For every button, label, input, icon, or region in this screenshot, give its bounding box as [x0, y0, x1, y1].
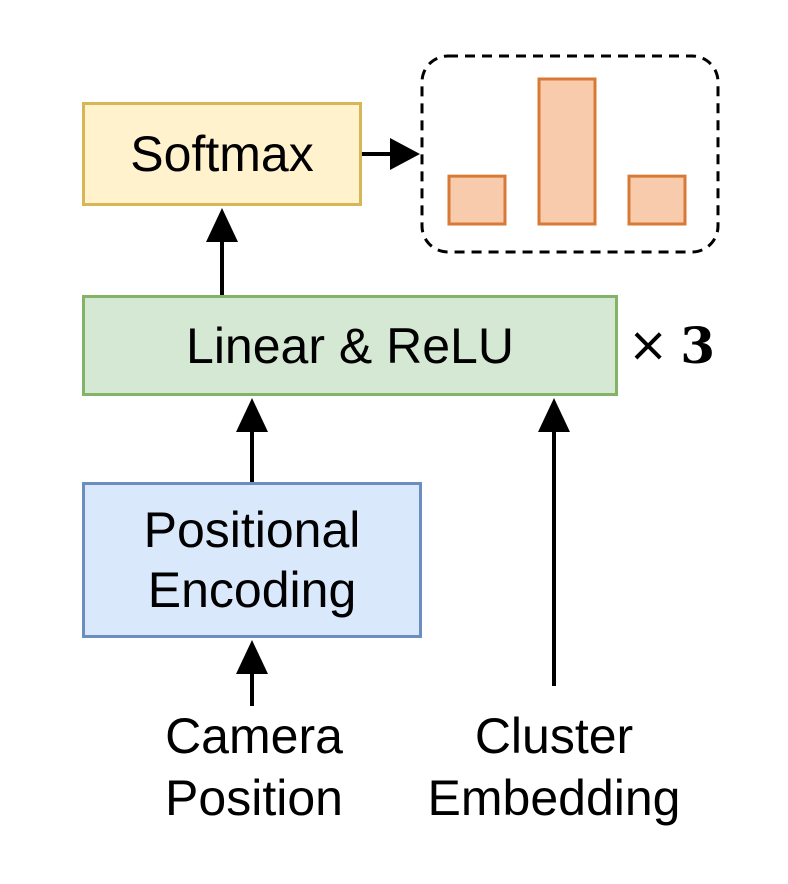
- cluster-label-line2: Embedding: [427, 770, 681, 826]
- softmax-block: Softmax: [82, 102, 362, 206]
- arrow-camera-to-pe: [236, 640, 268, 706]
- arrow-softmax-to-output: [362, 138, 420, 170]
- camera-label-line1: Camera: [165, 708, 343, 764]
- positional-encoding-label-line1: Positional: [143, 502, 361, 558]
- linear-relu-block: Linear & ReLU: [82, 295, 618, 396]
- distribution-bar-1: [447, 174, 507, 226]
- arrow-linear-to-softmax: [206, 208, 238, 295]
- output-distribution-bars: [447, 77, 687, 226]
- arrow-cluster-to-linear: [538, 398, 570, 686]
- cluster-label-line1: Cluster: [474, 708, 634, 764]
- distribution-bar-3: [627, 174, 687, 226]
- camera-position-input: Camera Position: [120, 705, 388, 829]
- output-distribution-frame: [420, 54, 720, 254]
- times-symbol: ×: [628, 317, 669, 373]
- repeat-number: 3: [680, 315, 716, 375]
- positional-encoding-label-line2: Encoding: [147, 562, 357, 618]
- cluster-embedding-input: Cluster Embedding: [398, 705, 710, 829]
- repeat-count: × 3: [628, 312, 715, 378]
- softmax-label: Softmax: [130, 126, 314, 182]
- arrow-pe-to-linear: [236, 398, 268, 482]
- distribution-bar-2: [537, 77, 597, 226]
- linear-relu-label: Linear & ReLU: [186, 317, 514, 374]
- positional-encoding-block: Positional Encoding: [82, 482, 422, 638]
- camera-label-line2: Position: [165, 770, 343, 826]
